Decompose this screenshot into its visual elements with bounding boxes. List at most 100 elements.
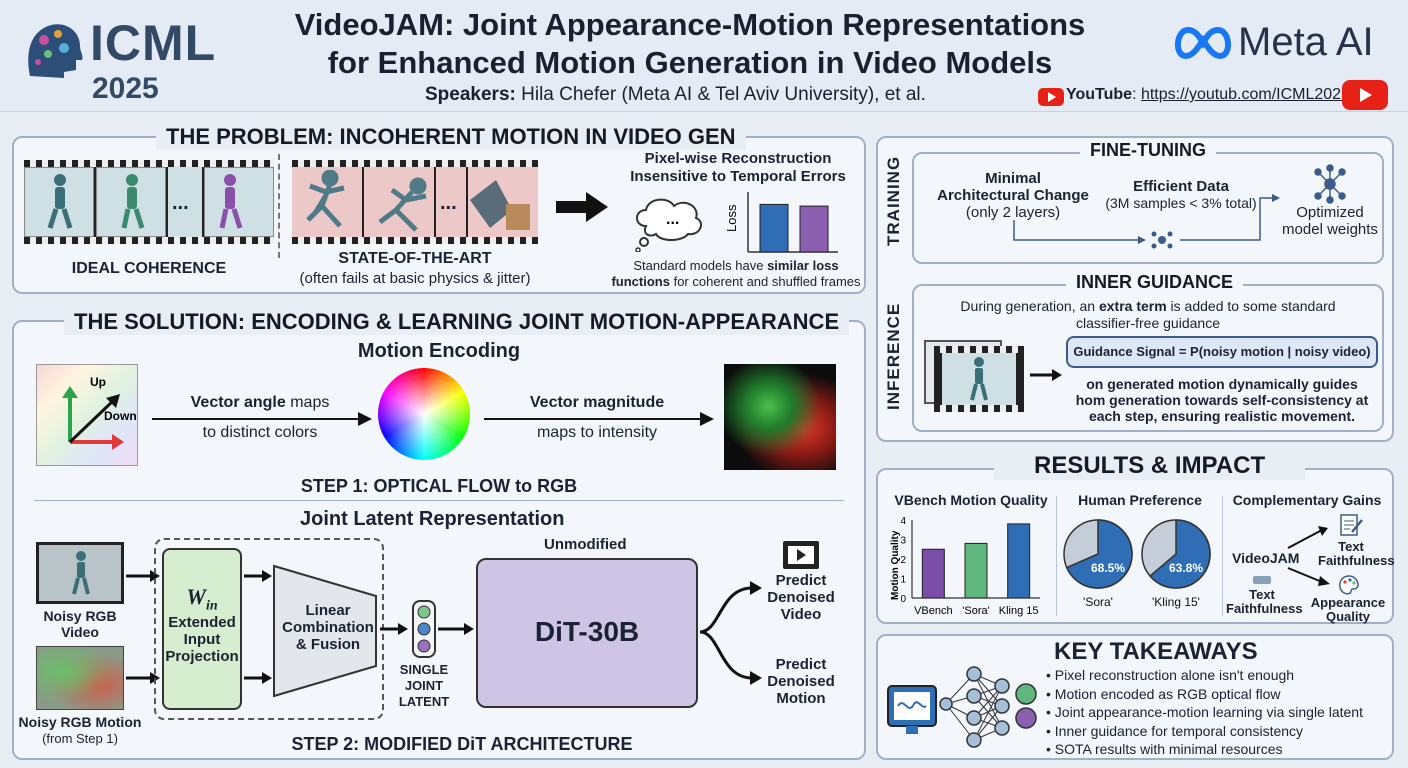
noisy-motion-label: Noisy RGB Motion [18, 714, 142, 730]
problem-title: THE PROBLEM: INCOHERENT MOTION IN VIDEO … [156, 124, 746, 150]
youtube-play-icon[interactable] [1342, 80, 1388, 110]
solution-divider [34, 500, 844, 501]
pie-slice [1149, 519, 1211, 589]
step1-label: STEP 1: OPTICAL FLOW to RGB [300, 476, 578, 496]
single-line1: SINGLE [399, 662, 449, 677]
min-line3: (only 2 layers) [965, 204, 1061, 221]
gain-left-line1: Text [1249, 587, 1275, 602]
dit-label: DiT-30B [534, 616, 640, 647]
gains-arrows [1287, 526, 1330, 586]
vbench-bar [921, 548, 945, 599]
sota-frame [364, 167, 434, 237]
vbench-xlabel: 'Sora' [962, 605, 989, 617]
inference-side-label: INFERENCE [884, 302, 903, 410]
conference-name: ICML [90, 15, 217, 71]
conference-year: 2025 [92, 72, 159, 105]
single-latent-label: SINGLE JOINT LATENT [390, 662, 458, 710]
vbench-bar [1007, 523, 1031, 599]
eff-line1: Efficient Data [1133, 178, 1229, 195]
results-title: RESULTS & IMPACT [994, 452, 1306, 480]
youtube-link-row: YouTube: https://youtub.com/ICML2025 [1066, 86, 1350, 104]
guidance-signal: Guidance Signal = P(noisy motion | noisy… [1066, 336, 1378, 368]
inference-arrow [1030, 369, 1062, 381]
minimal-change: Minimal Architectural Change (only 2 lay… [928, 170, 1098, 221]
noisy-motion-thumb [36, 646, 124, 710]
step2-label: STEP 2: MODIFIED DiT ARCHITECTURE [291, 734, 633, 754]
youtube-link[interactable]: https://youtub.com/ICML2025 [1140, 86, 1350, 103]
title-line-1: VideoJAM: Joint Appearance-Motion Repres… [294, 7, 1086, 42]
edit-document-icon [1340, 514, 1363, 536]
mag-bold: Vector magnitude [529, 394, 665, 411]
optimized-weights: Optimized model weights [1270, 204, 1390, 238]
win-symbol: Win [162, 584, 242, 614]
gain-text-line2: Faithfulness [1318, 553, 1395, 568]
down-label: Down [104, 409, 137, 423]
vbench-ytick: 2 [900, 555, 906, 566]
opt-line1: Optimized [1296, 204, 1364, 221]
vbench-ytick: 3 [900, 536, 906, 547]
pie-category-label: 'Sora' [1083, 595, 1113, 609]
youtube-icon [1038, 88, 1064, 106]
pred-v-line1: Predict [775, 572, 827, 589]
pie-category-label: 'Kling 15' [1152, 595, 1200, 609]
training-flow-arrows [1013, 194, 1280, 249]
takeaway-item: • Pixel reconstruction alone isn't enoug… [1046, 667, 1295, 683]
vbench-ytick: 1 [900, 575, 906, 586]
projection-label: Extended Input Projection [162, 614, 242, 665]
pie-value-label: 63.8% [1169, 561, 1203, 575]
lin-line1: Linear [305, 602, 351, 619]
up-label: Up [90, 375, 106, 389]
noisy-video-label: Noisy RGB Video [26, 608, 134, 640]
noisy-motion-sub: (from Step 1) [42, 731, 118, 746]
vector-diagram [36, 364, 138, 466]
fusion-block [273, 564, 377, 698]
human-preference-pies: 68.5% 'Sora' 63.8% 'Kling 15' [1063, 519, 1211, 609]
guidance-desc: During generation, an extra term is adde… [920, 298, 1376, 332]
input-projection-block [162, 548, 242, 710]
training-side-label: TRAINING [884, 155, 903, 246]
pie-value-label: 68.5% [1091, 561, 1125, 575]
angle-rest: maps [285, 394, 330, 411]
guidance-title: INNER GUIDANCE [1066, 272, 1244, 293]
brain-head-icon [28, 24, 83, 79]
palette-icon [1339, 575, 1359, 595]
sota-ellipsis: ... [440, 192, 457, 214]
std-line1-a: Standard models have [633, 258, 768, 273]
sota-sub: (often fails at basic physics & jitter) [299, 270, 531, 287]
pixel-line-2: Insensitive to Temporal Errors [630, 168, 846, 185]
pred-v-line2: Denoised [767, 589, 835, 606]
pred-m-line1: Predict [775, 656, 827, 673]
proj-line3: Projection [165, 648, 239, 665]
output-arrows [699, 581, 762, 685]
loss-bar-coherent [759, 203, 789, 253]
angle-line2: to distinct colors [202, 424, 318, 441]
joint-latent-title: Joint Latent Representation [300, 508, 565, 530]
std-note: Standard models have similar loss functi… [606, 258, 866, 290]
vbench-ytick: 4 [900, 516, 906, 527]
finetuning-title: FINE-TUNING [1080, 140, 1216, 161]
takeaways-panel [876, 634, 1394, 760]
unmodified-label: Unmodified [544, 536, 627, 553]
arrow-1-head [358, 412, 372, 426]
gain-left-line2: Faithfulness [1226, 601, 1303, 616]
arrow-1 [152, 418, 364, 420]
youtube-sep: : [1132, 86, 1141, 103]
person-icon [72, 551, 90, 595]
lin-line3: & Fusion [295, 636, 361, 653]
motion-encoding-title: Motion Encoding [357, 340, 521, 362]
pred-m-line2: Denoised [767, 673, 835, 690]
takeaway-item: • Inner guidance for temporal consistenc… [1046, 722, 1304, 739]
vbench-ylabel: Motion Quality [890, 530, 901, 600]
keyboard-icon [1253, 576, 1271, 584]
thought-cloud-icon: ... [635, 198, 703, 252]
loss-axis-label: Loss [724, 204, 739, 232]
color-wheel [378, 368, 470, 460]
inference-person-icon [970, 357, 988, 401]
ideal-label: IDEAL COHERENCE [71, 260, 227, 277]
noisy-video-line2: Video [61, 624, 99, 640]
efficient-data: Efficient Data (3M samples < 3% total) [1096, 178, 1266, 212]
proj-line1: Extended [168, 614, 236, 631]
fusion-label: Linear Combination & Fusion [276, 602, 380, 653]
vbench-bar [964, 542, 988, 599]
